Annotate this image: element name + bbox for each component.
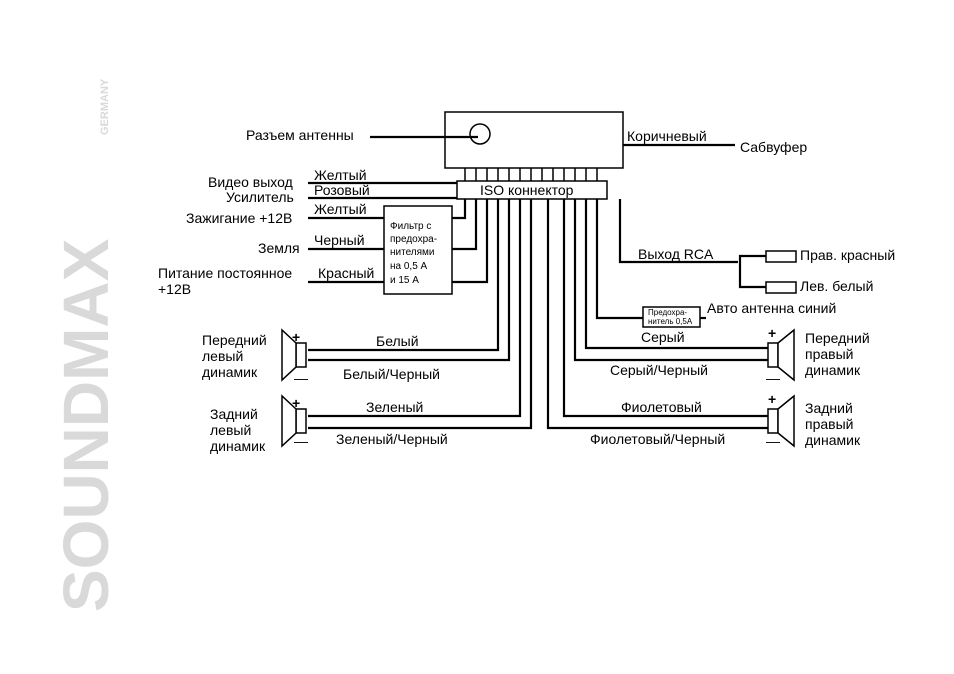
rca-split-wire [738, 254, 766, 289]
head-unit [444, 111, 624, 169]
svg-text:—: — [294, 433, 308, 449]
power-label-1: Питание постоянное [158, 265, 292, 281]
violet-black-wire [546, 199, 768, 430]
filter-box [383, 205, 453, 295]
rear-left-label-1: Задний [210, 406, 258, 422]
brand-name: SOUNDMAX [50, 238, 122, 612]
red-label: Красный [318, 265, 374, 281]
grey-black-wire [573, 199, 768, 362]
front-right-label-3: динамик [805, 362, 861, 378]
rca-right-label: Прав. красный [800, 247, 895, 263]
violet-wire [562, 199, 768, 418]
svg-text:+: + [292, 395, 300, 411]
filter-wire-2 [452, 199, 478, 251]
green-black-wire [308, 199, 533, 430]
rca-left-label: Лев. белый [800, 278, 873, 294]
antenna-label: Разъем антенны [246, 127, 354, 143]
fuse-label-1: Предохра- [648, 308, 687, 317]
grey-wire [584, 199, 768, 350]
svg-text:—: — [766, 370, 780, 386]
video-out-label: Видео выход [208, 174, 293, 190]
speaker-rear-right-icon: + — [766, 391, 795, 449]
brown-label: Коричневый [627, 128, 707, 144]
pink-label: Розовый [314, 182, 370, 198]
violet-label: Фиолетовый [621, 399, 702, 415]
green-black-label: Зеленый/Черный [336, 431, 448, 447]
rca-left-plug-icon [765, 281, 797, 294]
grey-label: Серый [641, 329, 685, 345]
rca-wire [618, 199, 738, 264]
iso-connector-label: ISO коннектор [480, 182, 574, 198]
rca-right-plug-icon [765, 250, 797, 263]
svg-text:+: + [292, 329, 300, 345]
filter-line-2: предохра- [390, 234, 437, 245]
rear-right-label-3: динамик [805, 432, 861, 448]
ground-label: Земля [258, 240, 300, 256]
filter-line-3: нителями [390, 247, 435, 258]
violet-black-label: Фиолетовый/Черный [590, 431, 725, 447]
speaker-front-left-icon: + — [281, 328, 308, 386]
black-label: Черный [314, 232, 365, 248]
power-label-2: +12В [158, 281, 191, 297]
svg-text:+: + [768, 325, 776, 341]
auto-antenna-label: Авто антенна синий [707, 300, 836, 316]
white-wire [308, 199, 500, 352]
front-right-label-2: правый [805, 346, 853, 362]
fuse-label-2: нитель 0,5А [648, 317, 693, 326]
antenna-blue-wire [595, 199, 643, 320]
white-black-label: Белый/Черный [343, 366, 440, 382]
white-label: Белый [376, 333, 419, 349]
amplifier-label: Усилитель [226, 189, 294, 205]
filter-wire-1 [452, 199, 467, 220]
rear-right-label-2: правый [805, 416, 853, 432]
green-label: Зеленый [366, 399, 423, 415]
grey-black-label: Серый/Черный [610, 362, 708, 378]
front-left-label-3: динамик [202, 364, 258, 380]
subwoofer-label: Сабвуфер [740, 139, 807, 155]
rear-right-label-1: Задний [805, 400, 853, 416]
ignition-label: Зажигание +12В [186, 210, 292, 226]
filter-line-4: на 0,5 А [390, 261, 428, 272]
front-left-label-1: Передний [202, 332, 267, 348]
green-wire [308, 199, 522, 418]
connector-pins [464, 168, 598, 181]
brand-watermark: SOUNDMAX GERMANY [50, 78, 122, 612]
brand-sub: GERMANY [99, 78, 111, 135]
speaker-rear-left-icon: + — [281, 394, 308, 449]
rca-out-label: Выход RCA [638, 246, 714, 262]
filter-line-5: и 15 А [390, 275, 419, 286]
yellow1-label: Желтый [314, 167, 367, 183]
antenna-socket-icon [469, 123, 491, 145]
speaker-front-right-icon: + — [766, 325, 795, 386]
filter-wire-3 [452, 199, 489, 284]
svg-text:—: — [294, 370, 308, 386]
filter-line-1: Фильтр с [390, 221, 431, 232]
front-left-label-2: левый [202, 348, 243, 364]
svg-text:+: + [768, 391, 776, 407]
white-black-wire [308, 199, 511, 362]
rear-left-label-3: динамик [210, 438, 266, 454]
rear-left-label-2: левый [210, 422, 251, 438]
yellow2-label: Желтый [314, 201, 367, 217]
svg-text:—: — [766, 433, 780, 449]
front-right-label-1: Передний [805, 330, 870, 346]
